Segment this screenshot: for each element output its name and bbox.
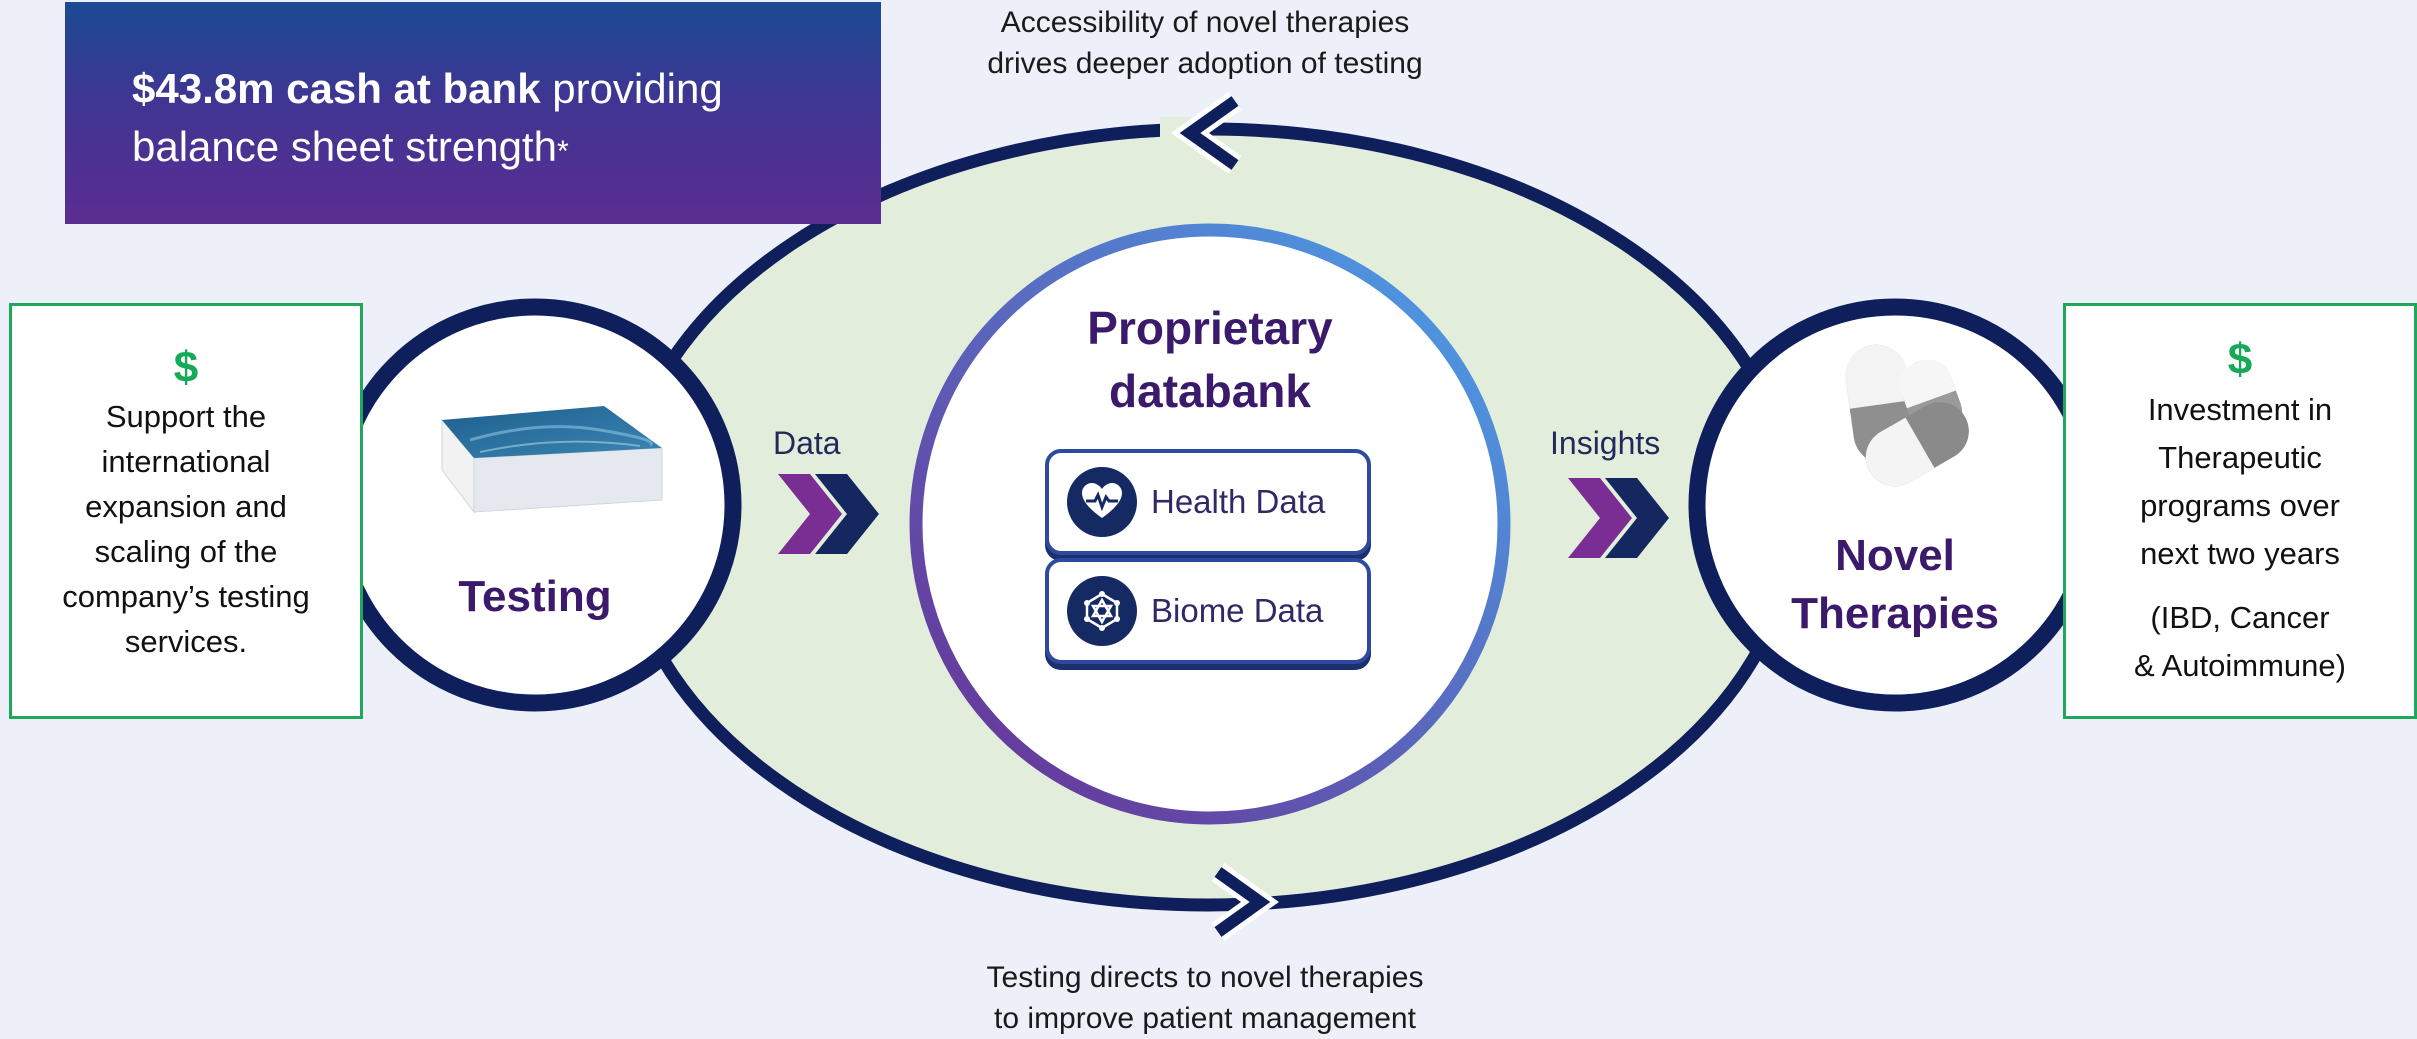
heart-pulse-icon [1067,467,1137,537]
therapeutic-investment-box: $ Investment in Therapeutic programs ove… [2063,303,2417,719]
banner-asterisk: * [556,135,569,168]
top-caption-line1: Accessibility of novel therapies [1000,6,1410,39]
right-box-note: & Autoimmune) [2134,648,2346,683]
top-caption: Accessibility of novel therapies drives … [970,2,1440,84]
therapies-title-line1: Novel [1835,531,1955,580]
left-box-line: international [101,444,271,479]
right-box-line: Therapeutic [2158,440,2322,475]
bottom-caption-line2: to improve patient management [994,1002,1416,1035]
molecule-icon [1067,576,1137,646]
therapies-title-line2: Therapies [1791,589,1999,638]
left-box-line: Support the [105,399,267,434]
testing-investment-box: $ Support the international expansion an… [9,303,363,719]
insights-flow-label: Insights [1550,425,1661,461]
right-box-line: Investment in [2147,392,2333,427]
bottom-cycle-chevron-icon [1211,863,1279,941]
insights-flow-arrow-icon [1568,478,1669,558]
banner-text-line1: providing [540,65,723,112]
health-data-label: Health Data [1151,483,1326,520]
banner-highlight: $43.8m cash at bank [132,65,541,112]
top-cycle-chevron-icon [1160,92,1242,174]
databank-title-line2: databank [1109,365,1311,417]
databank-title: Proprietary databank [1010,297,1410,423]
bottom-caption: Testing directs to novel therapies to im… [970,957,1440,1039]
right-box-line: programs over [2140,488,2340,523]
banner-text-line2: balance sheet strength [132,123,557,170]
top-caption-line2: drives deeper adoption of testing [987,47,1423,80]
biome-data-label: Biome Data [1151,592,1324,629]
left-box-line: scaling of the [94,534,278,569]
right-box-note: (IBD, Cancer [2150,600,2330,635]
bottom-caption-line1: Testing directs to novel therapies [986,961,1424,994]
left-box-line: services. [124,624,248,659]
dollar-icon: $ [2227,335,2253,384]
databank-title-line1: Proprietary [1087,302,1333,354]
test-kit-box-icon [441,406,663,514]
left-box-line: company’s testing [62,579,310,614]
right-box-line: next two years [2140,536,2340,571]
health-data-pill: Health Data [1045,449,1371,555]
biome-data-pill: Biome Data [1045,558,1371,664]
dollar-icon: $ [173,343,199,392]
therapies-title: Novel Therapies [1760,527,2030,643]
data-flow-arrow-icon [778,474,879,554]
capsule-pills-icon [1845,344,1969,487]
data-flow-label: Data [773,425,841,461]
testing-title: Testing [458,572,612,621]
left-box-line: expansion and [85,489,287,524]
cash-banner: $43.8m cash at bank providing balance sh… [65,2,881,224]
